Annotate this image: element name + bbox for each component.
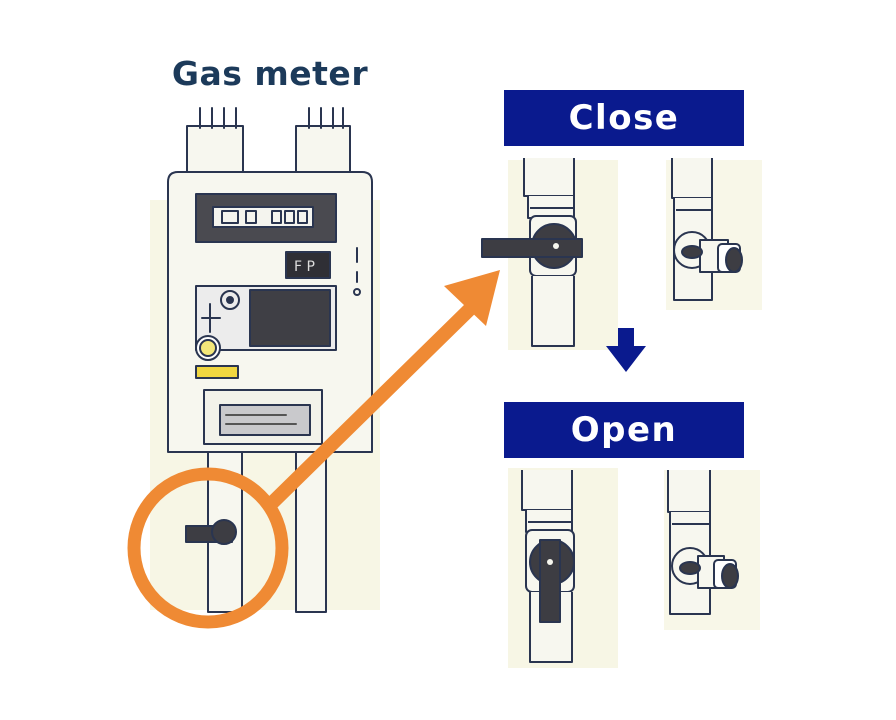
svg-text:F P: F P (294, 259, 315, 275)
open-valve-illustration (508, 468, 760, 668)
magnifier-circle-icon (127, 467, 289, 629)
pointer-arrow-icon (263, 270, 500, 512)
close-valve-illustration (481, 158, 762, 350)
gas-meter-title: Gas meter (171, 54, 369, 93)
down-arrow-icon (606, 328, 646, 372)
open-state-banner: Open (504, 402, 744, 458)
gas-meter-icon: F P (150, 107, 380, 613)
close-state-banner: Close (504, 90, 744, 146)
